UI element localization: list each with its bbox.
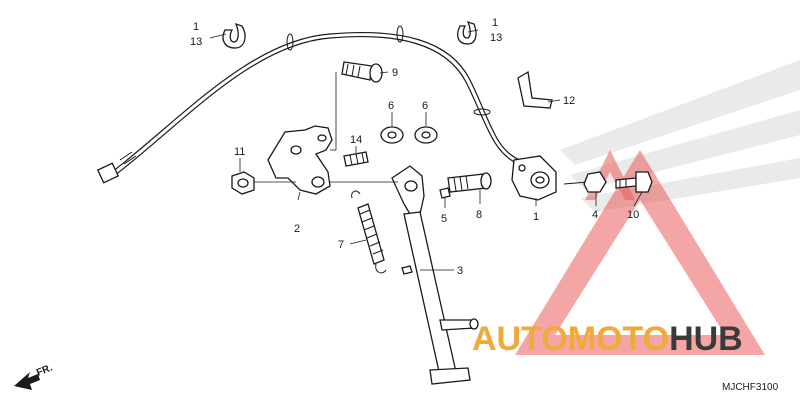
wing-pattern — [560, 60, 800, 212]
pivot-bolt-8 — [447, 172, 492, 193]
clip-left — [222, 22, 246, 49]
callout-3: 3 — [457, 265, 463, 277]
nut-11 — [231, 171, 255, 195]
callout-4: 4 — [592, 209, 598, 221]
side-stand-switch-1 — [511, 155, 557, 201]
fr-arrow-icon — [14, 372, 40, 390]
watermark-text: AUTOMOTOHUB — [472, 320, 743, 358]
leader-lines — [209, 29, 643, 271]
callout-1-right: 1 — [492, 17, 498, 29]
callout-8: 8 — [476, 209, 482, 221]
washer-6a — [380, 126, 404, 144]
callout-10: 10 — [627, 209, 639, 221]
callout-6a: 6 — [388, 100, 394, 112]
fr-label: FR. — [35, 362, 54, 378]
callout-13-right: 13 — [490, 32, 502, 44]
callout-9: 9 — [392, 67, 398, 79]
bolt-9 — [341, 61, 383, 83]
watermark-part1: AUTOMOTO — [472, 320, 669, 358]
watermark-part2: HUB — [669, 320, 743, 358]
callout-14: 14 — [350, 134, 362, 146]
callout-7: 7 — [338, 239, 344, 251]
callout-5: 5 — [441, 213, 447, 225]
washer-6b — [414, 126, 438, 144]
clip-right — [457, 20, 477, 45]
callout-2: 2 — [294, 223, 300, 235]
front-direction-arrow: FR. — [14, 362, 54, 390]
watermark-logo — [515, 60, 800, 355]
callout-1-left: 1 — [193, 21, 199, 33]
bolt-5 — [439, 187, 451, 199]
callout-12: 12 — [563, 95, 575, 107]
pin-14 — [343, 151, 369, 167]
callout-11: 11 — [234, 146, 245, 158]
connector-plug — [96, 162, 120, 184]
wire-harness — [96, 25, 521, 184]
callout-6b: 6 — [422, 100, 428, 112]
bracket-12 — [517, 70, 553, 109]
callout-1-switch: 1 — [533, 211, 539, 223]
bolt-10 — [615, 171, 653, 193]
side-stand-3 — [391, 165, 479, 385]
callout-13-left: 13 — [190, 36, 202, 48]
bolt-4 — [563, 171, 607, 193]
spring-7 — [351, 190, 387, 274]
diagram-code: MJCHF3100 — [722, 382, 779, 393]
